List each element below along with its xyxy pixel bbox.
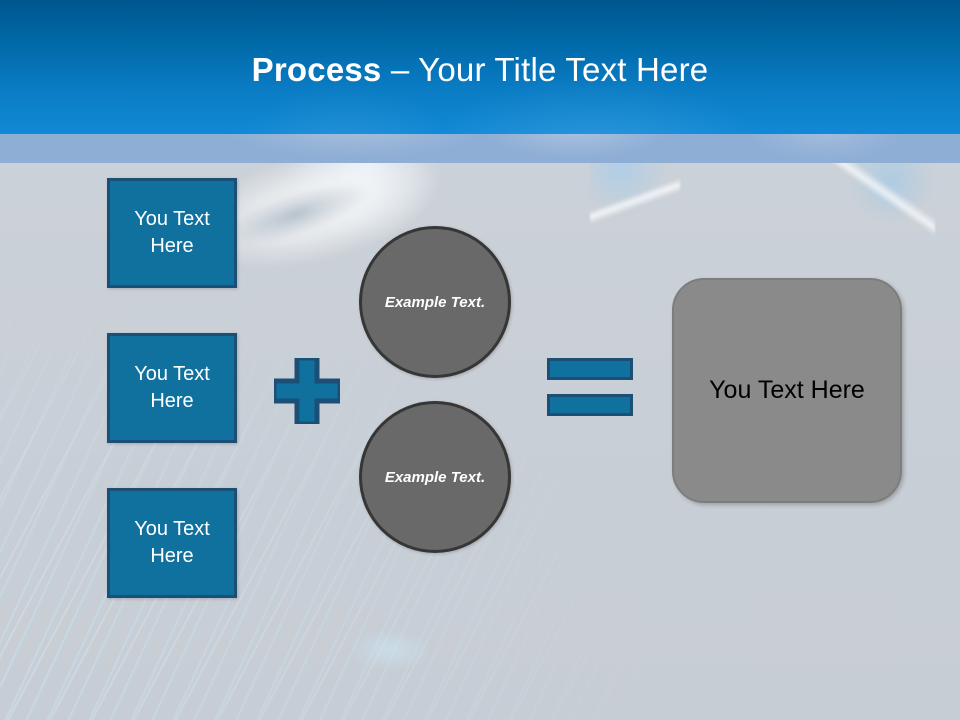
page-title: Process – Your Title Text Here xyxy=(0,50,960,90)
header-accent-band xyxy=(0,134,960,163)
process-circle-1-label: Example Text. xyxy=(384,293,486,311)
input-box-3-label: You Text Here xyxy=(134,518,210,567)
page-title-bold: Process xyxy=(251,51,382,88)
input-box-2[interactable]: You Text Here xyxy=(107,333,237,443)
header-banner xyxy=(0,0,960,134)
page-title-rest: – Your Title Text Here xyxy=(381,51,709,88)
process-circle-2[interactable]: Example Text. xyxy=(359,401,511,553)
input-box-2-label: You Text Here xyxy=(134,363,210,412)
result-box-label: You Text Here xyxy=(709,376,865,404)
equals-bar-top xyxy=(547,358,633,380)
header-globe-watermark xyxy=(0,0,960,134)
result-box[interactable]: You Text Here xyxy=(672,278,902,503)
background-sparkle-bottom xyxy=(330,600,450,700)
background-streak-texture xyxy=(0,300,640,720)
background-sparkle-left xyxy=(590,152,680,252)
equals-icon xyxy=(547,358,633,416)
input-box-1-label: You Text Here xyxy=(134,208,210,257)
input-box-3[interactable]: You Text Here xyxy=(107,488,237,598)
plus-icon xyxy=(274,358,340,424)
process-circle-2-label: Example Text. xyxy=(384,468,486,486)
input-box-1[interactable]: You Text Here xyxy=(107,178,237,288)
process-circle-1[interactable]: Example Text. xyxy=(359,226,511,378)
equals-bar-bottom xyxy=(547,394,633,416)
header-band-watermark xyxy=(0,134,960,163)
